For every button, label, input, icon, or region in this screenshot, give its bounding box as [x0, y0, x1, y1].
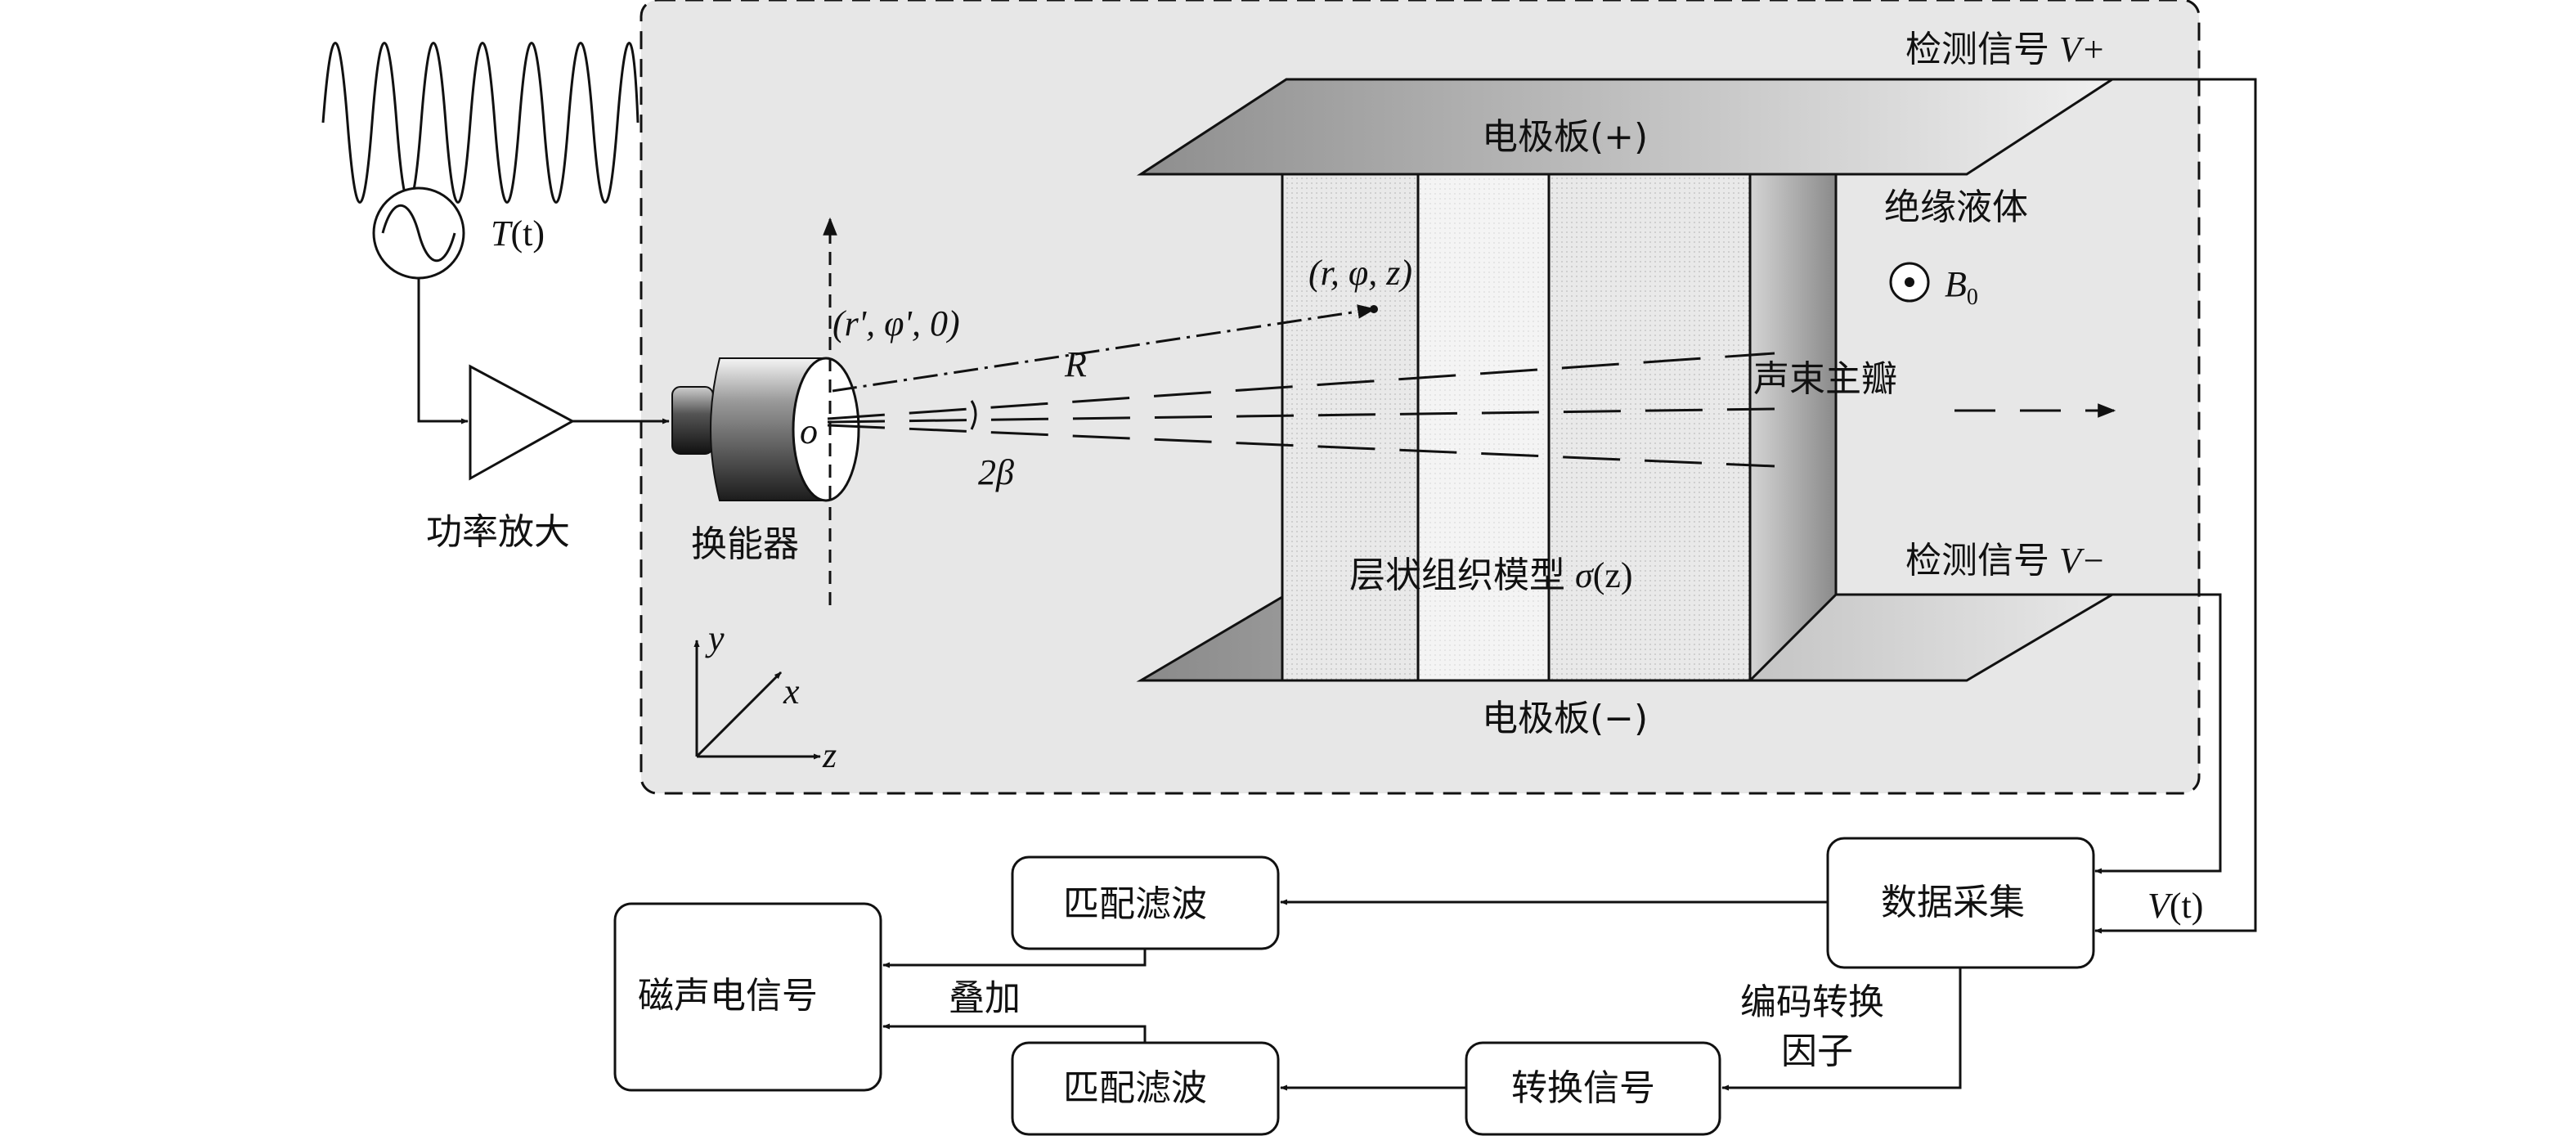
source-label: T(t): [491, 213, 545, 254]
r-vector: [832, 304, 1376, 393]
axis-z-label: z: [822, 735, 837, 775]
data-acquisition-label: 数据采集: [1881, 882, 2025, 923]
mae-signal-box: [613, 902, 882, 1092]
power-amplifier-icon: [469, 364, 576, 481]
filter-top-to-sum-line: [882, 949, 1147, 968]
v-plus-line: [2031, 78, 2257, 934]
beta-label: 2β: [978, 452, 1014, 492]
insulating-liquid-label: 绝缘液体: [1884, 186, 2028, 228]
mae-signal-label: 磁声电信号: [638, 975, 818, 1017]
beam-label: 声束主瓣: [1753, 358, 1897, 400]
coding-factor-line1: 编码转换: [1740, 981, 1884, 1023]
b0-label: B0: [1945, 264, 1978, 310]
matched-filter-top-label: 匹配滤波: [1063, 883, 1207, 925]
filter-bottom-to-sum-line: [882, 1023, 1147, 1043]
acq-to-convert-line: [1721, 968, 1962, 1091]
transducer-icon: [671, 357, 860, 502]
transducer-label: 换能器: [691, 523, 799, 565]
axis-x-label: x: [783, 671, 800, 712]
acoustic-beam-lobe: [827, 352, 1775, 468]
field-point-marker: [1370, 305, 1378, 313]
field-point-label: (r, φ, z): [1308, 253, 1412, 293]
origin-label: o: [800, 411, 818, 451]
superpose-label: 叠加: [949, 977, 1021, 1019]
sine-glyph-icon: [381, 204, 456, 262]
electrode-top-label: 电极板(+): [1482, 116, 1648, 158]
r-label: R: [1064, 344, 1087, 384]
coordinate-axes: [693, 640, 821, 760]
burst-waveform: [321, 42, 640, 204]
source-to-amp-line: [417, 278, 469, 424]
beam-angle-arc: [970, 400, 977, 430]
layered-tissue-model: [1281, 173, 1838, 682]
coding-factor-line2: 因子: [1781, 1030, 1853, 1072]
v-minus-line: [1967, 593, 2222, 874]
magnetic-field-out-of-page-icon: [1889, 262, 1930, 303]
vt-label: V(t): [2147, 886, 2203, 926]
axis-y-label: y: [705, 618, 725, 658]
electrode-bottom-label: 电极板(−): [1482, 698, 1648, 739]
amplifier-label: 功率放大: [426, 511, 570, 553]
source-point-label: (r', φ', 0): [832, 303, 960, 343]
convert-signal-label: 转换信号: [1511, 1067, 1655, 1109]
matched-filter-bottom-label: 匹配滤波: [1063, 1067, 1207, 1109]
